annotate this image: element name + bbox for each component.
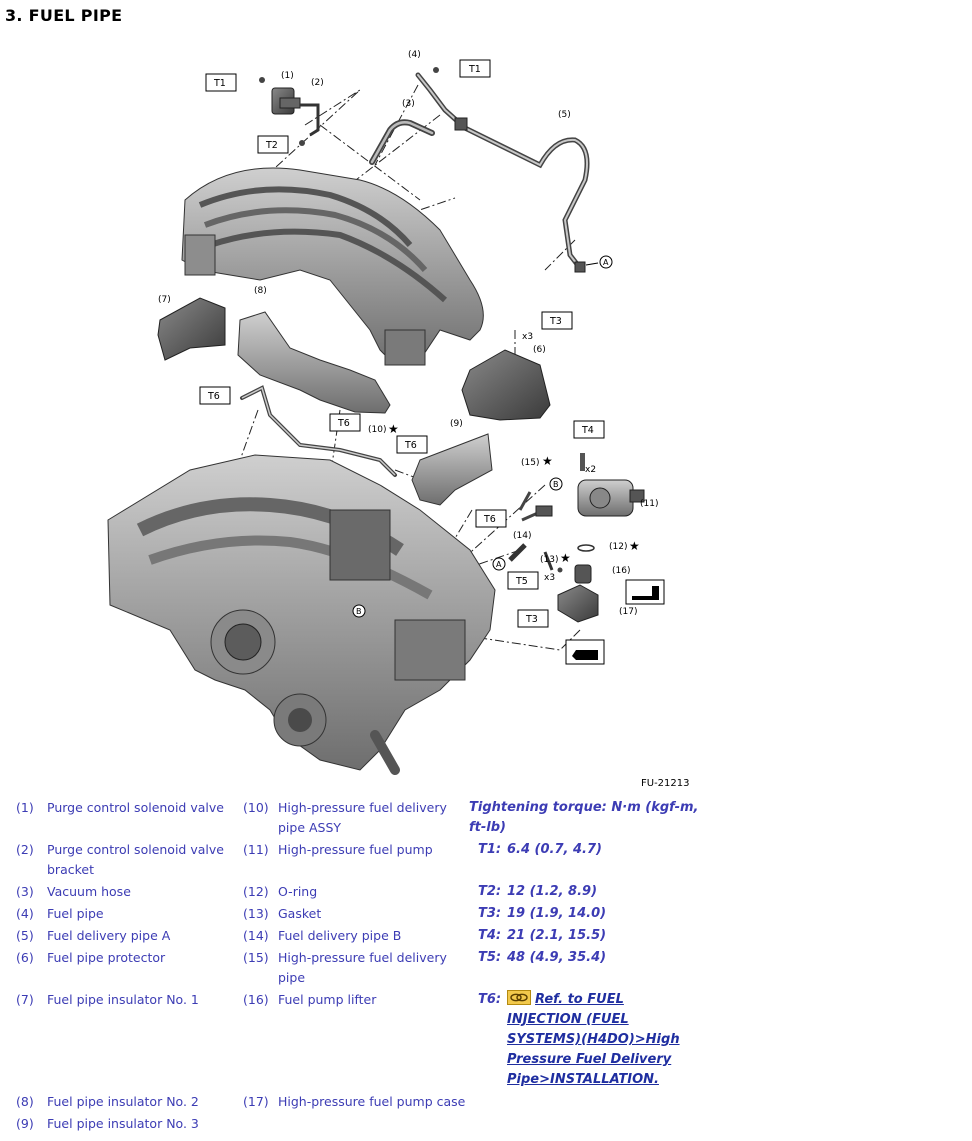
callout-7: (7) [158,295,171,305]
callout-10: (10) [368,425,386,435]
svg-text:T6: T6 [207,391,220,402]
high-pressure-fuel-pump [557,453,645,623]
svg-text:T1: T1 [468,64,481,75]
tightening-torque-heading: Tightening torque: N·m (kgf-m, ft-lb) [469,800,699,835]
callout-4: (4) [408,50,421,60]
torque-tag-t6-a: T6 [199,386,231,405]
svg-text:T2: T2 [265,140,278,151]
star-13: ★ [560,551,571,565]
torque-tag-t6-c: T6 [396,435,428,454]
svg-text:T4: T4 [581,425,594,436]
fuel-delivery-pipe-b [508,543,527,562]
fuel-pipe-insulator-3 [411,433,493,506]
callout-9: (9) [450,419,463,429]
legend-item: (10) High-pressure fuel delivery pipe AS… [243,800,447,835]
figure-id: FU-21213 [641,778,690,789]
star-12: ★ [629,539,640,553]
legend-item: (15) High-pressure fuel delivery pipe [243,950,447,985]
svg-text:T6: T6 [337,418,350,429]
callout-1: (1) [281,71,294,81]
intake-manifold [181,167,484,366]
grease-tool-icon [625,579,665,605]
callout-8: (8) [254,286,267,296]
legend-item: (8) Fuel pipe insulator No. 2 [16,1094,199,1109]
svg-text:T6: T6 [483,514,496,525]
legend-item: (5) Fuel delivery pipe A [16,928,171,943]
ref-marker-b-top: B [549,477,563,491]
callout-6: (6) [533,345,546,355]
ref-marker-a-bottom: A [492,557,506,571]
torque-tag-t6-d: T6 [475,509,507,528]
torque-tag-t6-b: T6 [329,413,361,432]
legend-item: (16) Fuel pump lifter [243,992,377,1007]
torque-tag-t2: T2 [257,135,289,154]
legend-item: (4) Fuel pipe [16,906,104,921]
purge-control-solenoid-valve [259,77,320,146]
torque-tag-t1-right: T1 [459,59,491,78]
oil-tool-icon [565,639,605,665]
svg-text:T3: T3 [549,316,562,327]
callout-16: (16) [612,566,630,576]
legend-item: (11) High-pressure fuel pump [243,842,433,857]
star-10: ★ [388,422,399,436]
callout-14: (14) [513,531,531,541]
callout-15: (15) [521,458,539,468]
ref-marker-b-bottom: B [352,604,366,618]
legend-item: (6) Fuel pipe protector [16,950,166,965]
legend-item: (17) High-pressure fuel pump case [243,1094,466,1109]
fuel-pipe-insulator-1 [157,297,226,361]
svg-text:A: A [603,258,609,267]
link-reference-icon [507,990,531,1005]
legend-item: (1) Purge control solenoid valve [16,800,224,815]
star-15: ★ [542,454,553,468]
callout-11: (11) [640,499,658,509]
callout-13: (13) [540,555,558,565]
svg-text:B: B [356,607,362,616]
legend-item: (9) Fuel pipe insulator No. 3 [16,1116,199,1131]
fuel-pipe-protector [461,349,551,421]
fuel-delivery-pipe-a [415,67,590,273]
legend-item: (7) Fuel pipe insulator No. 1 [16,992,199,1007]
t6-reference-text: Ref. to FUEL INJECTION (FUEL SYSTEMS)(H4… [507,992,680,1087]
svg-text:T3: T3 [525,614,538,625]
callout-12: (12) [609,542,627,552]
svg-text:B: B [553,480,559,489]
torque-tag-t4: T4 [573,420,605,439]
multiplier-t3-bottom: x3 [544,573,555,583]
callout-5: (5) [558,110,571,120]
torque-tag-t1-left: T1 [205,73,237,92]
callout-17: (17) [619,607,637,617]
legend-item: (13) Gasket [243,906,322,921]
svg-text:T5: T5 [515,576,528,587]
svg-text:T6: T6 [404,440,417,451]
legend-item: (2) Purge control solenoid valve bracket [16,842,224,877]
callout-3: (3) [402,99,415,109]
svg-text:A: A [496,560,502,569]
page-title: 3. FUEL PIPE [5,6,123,25]
torque-tag-t5: T5 [507,571,539,590]
torque-tag-t3-bottom: T3 [517,609,549,628]
legend-item: (12) O-ring [243,884,318,899]
legend-item: (3) Vacuum hose [16,884,131,899]
fuel-pipe-exploded-diagram: (1) (2) (3) (4) (5) (6) (7) (8) (9) (10)… [107,50,665,775]
legend-item: (14) Fuel delivery pipe B [243,928,402,943]
multiplier-t3-top: x3 [522,332,533,342]
svg-text:T1: T1 [213,78,226,89]
torque-tag-t3-top: T3 [541,311,573,330]
t6-reference-link[interactable]: Ref. to FUEL INJECTION (FUEL SYSTEMS)(H4… [507,990,687,1090]
callout-2: (2) [311,78,324,88]
ref-marker-a-top: A [585,255,613,269]
engine-assembly [107,454,496,775]
fuel-pipe-insulator-2 [237,311,391,414]
multiplier-t4: x2 [585,465,596,475]
